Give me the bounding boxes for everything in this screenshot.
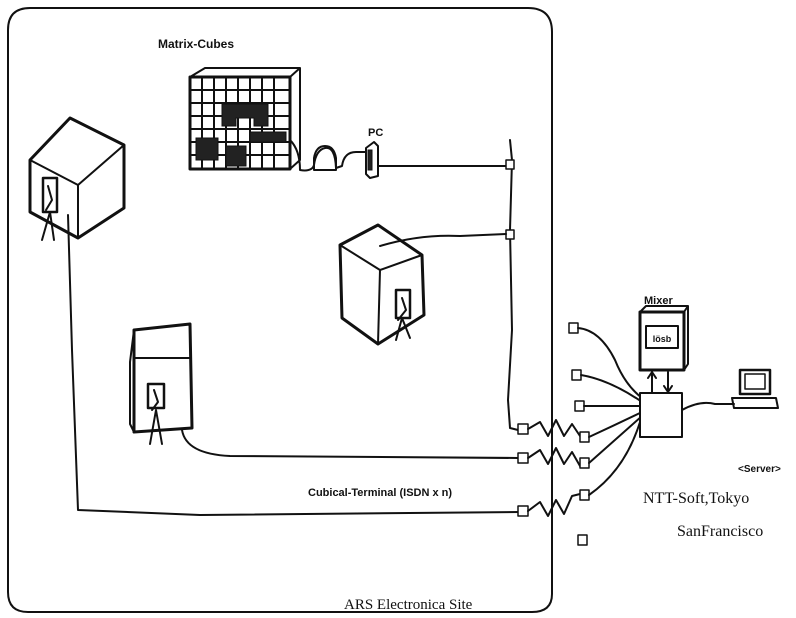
server-tag-label: <Server>: [738, 464, 781, 475]
isdn-connector-icon: [518, 424, 528, 516]
cubicle-icon: [340, 225, 424, 344]
mixer-label: Mixer: [644, 295, 673, 307]
pc-label: PC: [368, 127, 383, 139]
matrix-cubes-icon: [190, 68, 300, 169]
backbone-cable: [508, 140, 518, 430]
cubicle-icon: [130, 324, 192, 444]
cubical-terminal-label: Cubical-Terminal (ISDN x n): [308, 487, 452, 499]
cubicle-icon: [30, 118, 124, 240]
server-location-tokyo: NTT-Soft,Tokyo: [643, 490, 749, 507]
mixer-screen-label: lösb: [653, 334, 672, 344]
pc-tower-icon: [366, 142, 378, 178]
matrix-cubes-label: Matrix-Cubes: [158, 37, 234, 51]
hub-box: [640, 393, 682, 437]
site-name-label: ARS Electronica Site: [344, 597, 473, 613]
server-computer-icon: [732, 370, 778, 408]
server-location-sf: SanFrancisco: [677, 523, 763, 540]
mixer-icon: lösb: [640, 306, 688, 370]
